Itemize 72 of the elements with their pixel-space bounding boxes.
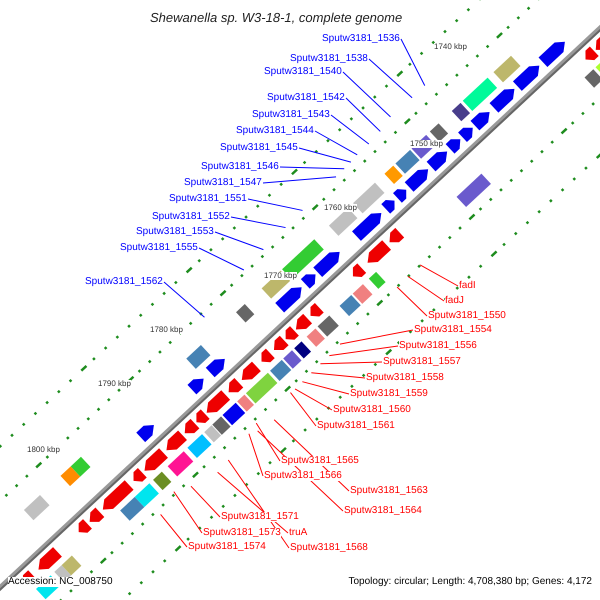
leader-line bbox=[310, 372, 366, 378]
gene-label: Sputw3181_1554 bbox=[414, 325, 492, 335]
gene-label: Sputw3181_1561 bbox=[317, 421, 395, 431]
gene-label: Sputw3181_1545 bbox=[220, 143, 298, 153]
leader-line bbox=[280, 166, 345, 170]
gene-label: Sputw3181_1571 bbox=[221, 512, 299, 522]
leader-line bbox=[339, 330, 414, 345]
gene-label: Sputw3181_1540 bbox=[264, 67, 342, 77]
scale-label: 1760 kbp bbox=[324, 204, 357, 212]
leader-line bbox=[214, 232, 264, 250]
gene-label: Sputw3181_1546 bbox=[201, 162, 279, 172]
leader-line bbox=[342, 72, 392, 118]
leader-line bbox=[314, 130, 358, 156]
leader-line bbox=[302, 381, 350, 394]
leader-line bbox=[248, 433, 264, 476]
gene-label: Sputw3181_1574 bbox=[188, 542, 266, 552]
gene-label: Sputw3181_1543 bbox=[252, 110, 330, 120]
leader-line bbox=[396, 286, 428, 316]
gene-label: fadI bbox=[459, 281, 476, 291]
gene-label: Sputw3181_1536 bbox=[322, 34, 400, 44]
leader-line bbox=[173, 491, 202, 534]
gene-label: fadJ bbox=[445, 296, 464, 306]
scale-label: 1790 kbp bbox=[98, 380, 131, 388]
gene-label: Sputw3181_1564 bbox=[344, 506, 422, 516]
scale-label: 1740 kbp bbox=[434, 43, 467, 51]
leader-line bbox=[190, 486, 220, 518]
leader-line bbox=[198, 248, 244, 270]
gene-label: Sputw3181_1551 bbox=[169, 194, 247, 204]
leader-line bbox=[248, 198, 304, 211]
leader-line bbox=[346, 98, 381, 132]
scale-label: 1780 kbp bbox=[150, 326, 183, 334]
gene-label: Sputw3181_1558 bbox=[366, 373, 444, 383]
scale-label: 1770 kbp bbox=[264, 272, 297, 280]
gene-label: Sputw3181_1565 bbox=[281, 456, 359, 466]
gene-label: Sputw3181_1566 bbox=[264, 471, 342, 481]
leader-line bbox=[262, 176, 337, 184]
gene-label: Sputw3181_1562 bbox=[85, 277, 163, 287]
gene-label: truA bbox=[289, 528, 308, 538]
leader-line bbox=[328, 346, 398, 356]
gene-label: Sputw3181_1547 bbox=[184, 178, 262, 188]
leader-line bbox=[298, 148, 352, 163]
gene-label: Sputw3181_1550 bbox=[428, 311, 506, 321]
leader-line bbox=[294, 388, 332, 410]
gene-label: Sputw3181_1555 bbox=[120, 243, 198, 253]
gene-label: Sputw3181_1559 bbox=[350, 389, 428, 399]
leader-line bbox=[164, 282, 205, 318]
gene-label: Sputw3181_1556 bbox=[399, 341, 477, 351]
leader-line bbox=[420, 264, 458, 286]
gene-label: Sputw3181_1553 bbox=[136, 227, 214, 237]
leader-line bbox=[256, 422, 280, 462]
footer-text: Accession: NC_008750 bbox=[8, 577, 113, 587]
gene-label: Sputw3181_1557 bbox=[383, 357, 461, 367]
leader-line bbox=[320, 362, 382, 364]
gene-label: Sputw3181_1544 bbox=[236, 126, 314, 136]
leader-line bbox=[330, 114, 370, 145]
scale-label: 1750 kbp bbox=[410, 140, 443, 148]
gene-label: Sputw3181_1573 bbox=[203, 528, 281, 538]
footer-text: Topology: circular; Length: 4,708,380 bp; Genes: 4,172 bbox=[348, 577, 592, 587]
title: Shewanella sp. W3-18-1, complete genome bbox=[150, 11, 402, 24]
leader-line bbox=[407, 276, 444, 302]
leader-line bbox=[230, 216, 286, 228]
leader-line bbox=[400, 38, 426, 86]
leader-line bbox=[368, 58, 413, 98]
leader-line bbox=[160, 514, 188, 548]
gene-label: Sputw3181_1552 bbox=[152, 212, 230, 222]
gene-label: Sputw3181_1538 bbox=[290, 54, 368, 64]
leader-line bbox=[290, 392, 316, 426]
gene-label: Sputw3181_1563 bbox=[350, 486, 428, 496]
gene-label: Sputw3181_1542 bbox=[267, 93, 345, 103]
scale-label: 1800 kbp bbox=[27, 446, 60, 454]
gene-label: Sputw3181_1568 bbox=[290, 543, 368, 553]
gene-label: Sputw3181_1560 bbox=[333, 405, 411, 415]
